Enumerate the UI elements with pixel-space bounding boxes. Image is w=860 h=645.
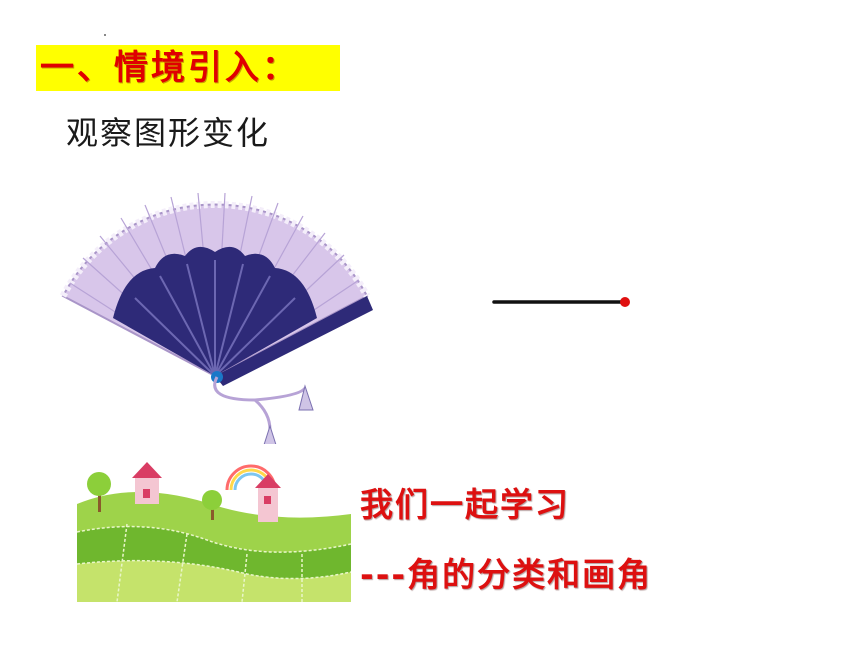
caption-line-1: 我们一起学习 bbox=[360, 485, 570, 524]
folding-fan-image bbox=[59, 192, 373, 448]
corner-dot bbox=[104, 34, 106, 36]
cartoon-landscape-image bbox=[77, 444, 351, 602]
section-title: 一、情境引入： bbox=[36, 45, 340, 91]
caption-line-2: ---角的分类和画角 bbox=[360, 555, 653, 594]
ray-diagram bbox=[492, 297, 630, 307]
slide-subtitle: 观察图形变化 bbox=[66, 114, 271, 152]
